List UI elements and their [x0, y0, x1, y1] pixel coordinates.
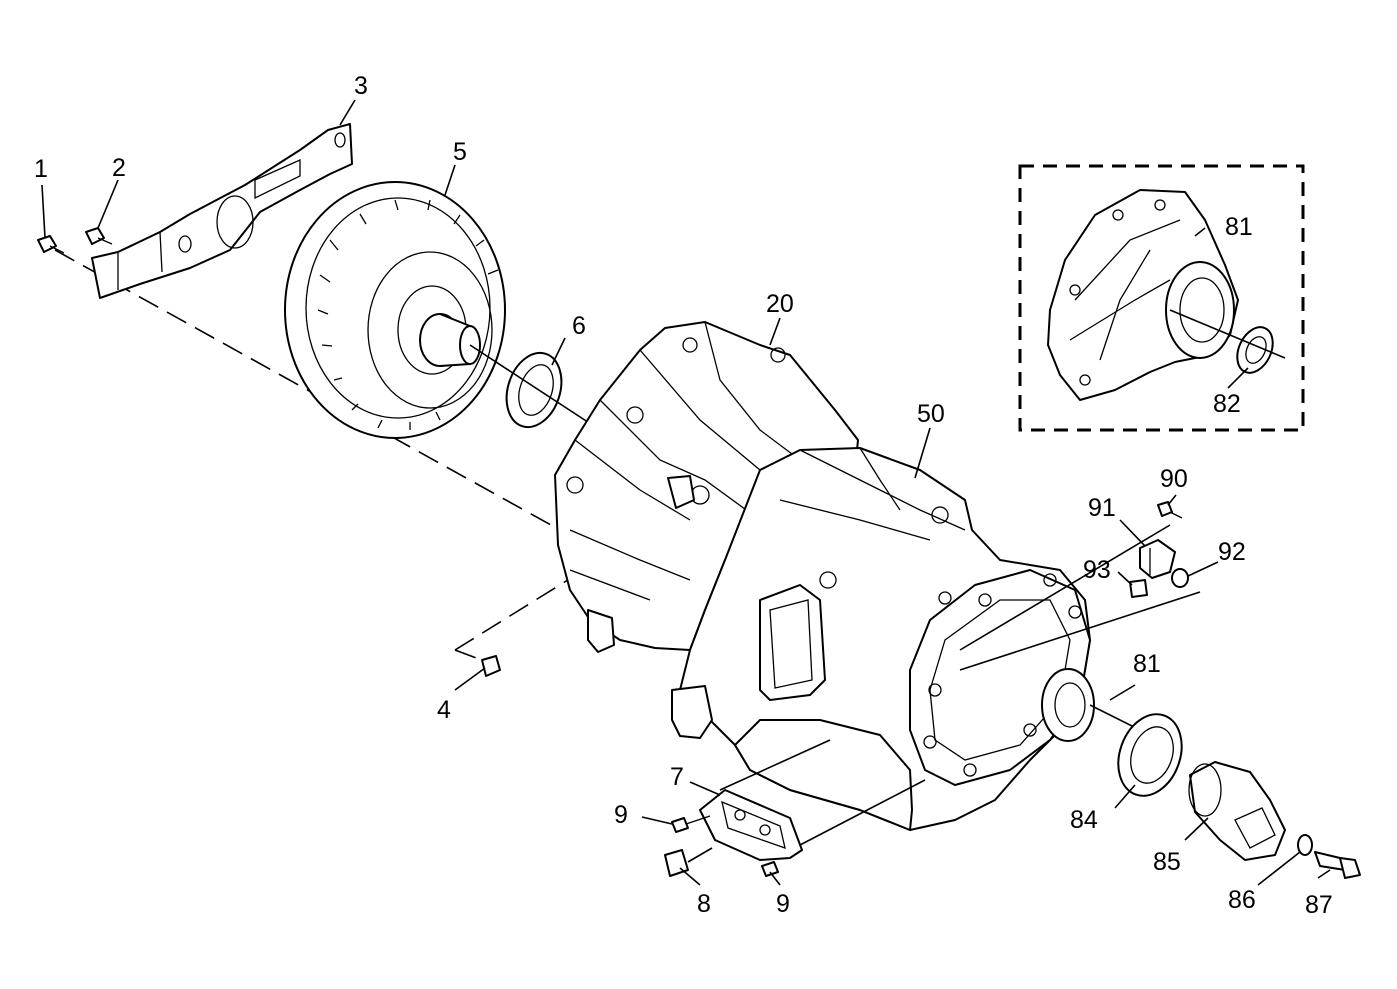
callout-86: 86 — [1228, 886, 1256, 914]
callout-7: 7 — [670, 763, 684, 791]
callout-93: 93 — [1083, 556, 1111, 584]
callout-3: 3 — [354, 72, 368, 100]
bolt-part-9-upper — [671, 815, 711, 833]
torque-converter-part-5 — [284, 181, 506, 439]
callout-85: 85 — [1153, 848, 1181, 876]
seal-part-6 — [469, 344, 601, 431]
callout-5: 5 — [453, 138, 467, 166]
callout-84: 84 — [1070, 806, 1098, 834]
bolt-part-1 — [37, 235, 65, 254]
callout-82: 82 — [1213, 390, 1241, 418]
speed-sensor-part-91 — [1139, 539, 1176, 579]
callout-9-upper: 9 — [614, 801, 628, 829]
callout-8: 8 — [697, 890, 711, 918]
callout-1: 1 — [34, 155, 48, 183]
o-ring-part-92 — [1171, 568, 1189, 588]
transmission-case-part-50 — [554, 321, 1095, 831]
seal-part-84 — [1117, 713, 1183, 797]
callout-92: 92 — [1218, 538, 1246, 566]
callout-6: 6 — [572, 312, 586, 340]
callout-labels: 1 2 3 5 6 4 20 50 81 82 90 91 92 93 81 8… — [34, 72, 1333, 919]
inset-detail-view — [1018, 164, 1305, 432]
callout-87: 87 — [1305, 891, 1333, 919]
callout-90: 90 — [1160, 465, 1188, 493]
callout-81-inset: 81 — [1225, 213, 1253, 241]
callout-81: 81 — [1133, 650, 1161, 678]
callout-2: 2 — [112, 154, 126, 182]
callout-50: 50 — [917, 400, 945, 428]
callout-9-lower: 9 — [776, 890, 790, 918]
callout-91: 91 — [1088, 494, 1116, 522]
callout-leaders — [41, 99, 1331, 886]
bolt-part-87 — [1314, 851, 1361, 879]
bolt-part-90 — [1157, 501, 1183, 519]
plug-part-4 — [481, 655, 501, 677]
washer-part-86 — [1297, 834, 1313, 856]
lever-part-8 — [664, 847, 713, 877]
callout-4: 4 — [437, 696, 451, 724]
yoke-part-85 — [1188, 761, 1286, 861]
bolt-part-9-lower — [761, 861, 779, 877]
bracket-part-3 — [91, 123, 353, 299]
bolt-part-2 — [85, 227, 113, 245]
plug-part-93 — [1129, 579, 1148, 598]
callout-20: 20 — [766, 290, 794, 318]
range-sensor-part-7 — [699, 789, 803, 861]
